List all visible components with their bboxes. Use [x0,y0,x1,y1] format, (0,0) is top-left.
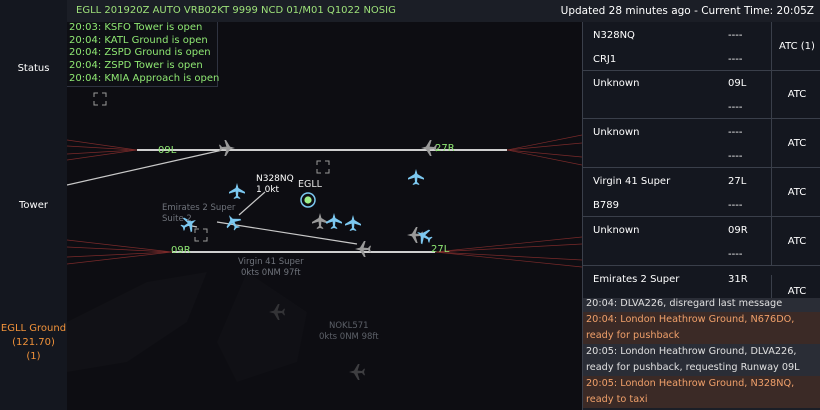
runway-label-09r: 09R [171,245,191,256]
runway-label-09l: 09L [158,145,177,156]
message-line: ready for pushback [583,328,820,344]
message-log[interactable]: 20:04: DLVA226, disregard last message 2… [582,298,820,410]
strip-runway: 09R [728,225,748,236]
atc-button[interactable]: ATC [771,275,820,307]
target-brackets [93,92,330,242]
atc-button[interactable]: ATC [771,168,820,216]
approach-fan-lines [67,134,582,268]
log-line: 20:03: KSFO Tower is open [69,22,203,33]
station-sidebar: Status Tower EGLL Ground (121.70) (1) [0,0,68,410]
runway-label-27l: 27L [431,244,450,255]
message-line: ready for pushback, requesting Runway 09… [583,360,820,376]
aircraft-label-virgin[interactable]: Virgin 41 Super 0kts 0NM 97ft [238,257,304,279]
log-line: 20:04: KATL Ground is open [69,35,208,46]
metar-bar: EGLL 201920Z AUTO VRB02KT 9999 NCD 01/M0… [67,0,820,23]
flight-strips: N328NQ ---- CRJ1 ---- ATC (1) Unknown 09… [582,22,820,307]
strip-runway: 27L [728,176,747,187]
strip-extra: ---- [728,151,743,162]
message-line: 20:05: London Heathrow Ground, DLVA226, [583,344,820,360]
ground-button[interactable]: EGLL Ground (121.70) (1) [0,322,67,364]
message-line: 20:04: DLVA226, disregard last message [583,298,820,312]
strip-runway: 31R [728,274,748,285]
strip-extra: ---- [728,249,743,260]
message-line: ready to taxi [583,392,820,408]
flight-strip[interactable]: Unknown 09R ---- ATC [583,217,820,266]
strip-callsign: Emirates 2 Super [593,274,680,285]
aircraft-callsign: Virgin 41 Super [238,257,304,267]
runway-label-27r: 27R [435,143,455,154]
flight-strip[interactable]: Virgin 41 Super 27L B789 ---- ATC [583,168,820,217]
strip-runway: 09L [728,78,747,89]
log-line: 20:04: ZSPD Tower is open [69,60,203,71]
atc-button[interactable]: ATC (1) [771,22,820,70]
flight-strip[interactable]: Unknown ---- ---- ATC [583,119,820,168]
aircraft-callsign: N328NQ [256,174,294,184]
ground-name: EGLL Ground [0,323,67,334]
strip-callsign: Virgin 41 Super [593,176,671,187]
updated-time: Updated 28 minutes ago - Current Time: 2… [560,5,814,17]
strip-runway: ---- [728,30,743,41]
strip-callsign: Unknown [593,225,640,236]
strip-callsign: Unknown [593,127,640,138]
aircraft-callsign: Emirates 2 Super [162,203,236,213]
event-log: 20:03: KSFO Tower is open 20:04: KATL Gr… [67,22,220,87]
message-line: 20:04: London Heathrow Ground, N676DO, [583,312,820,328]
aircraft-info: 0kts 0NM 98ft [319,332,379,342]
tower-button[interactable]: Tower [19,200,48,211]
aircraft-speed: 1 0kt [256,185,280,195]
log-line: 20:04: KMIA Approach is open [69,73,220,84]
radar-view[interactable]: 20:03: KSFO Tower is open 20:04: KATL Gr… [67,22,582,410]
status-button[interactable]: Status [17,63,50,74]
strip-runway: ---- [728,127,743,138]
metar-text: EGLL 201920Z AUTO VRB02KT 9999 NCD 01/M0… [76,5,396,16]
aircraft-info: 0kts 0NM 97ft [241,268,301,278]
aircraft-label-nokl571[interactable]: NOKL571 0kts 0NM 98ft [319,321,379,343]
atc-button[interactable]: ATC [771,119,820,167]
aircraft-label-n328nq[interactable]: N328NQ 1 0kt [256,174,294,196]
ground-frequency: (121.70) [12,337,55,348]
strip-type: CRJ1 [593,54,617,65]
flight-strip[interactable]: Unknown 09L ---- ATC [583,70,820,119]
aircraft-callsign: NOKL571 [329,321,369,331]
ground-count: (1) [26,351,41,362]
strip-extra: ---- [728,54,743,65]
strip-extra: ---- [728,102,743,113]
aircraft-label-emirates[interactable]: Emirates 2 Super Suite 2 [162,203,235,225]
flight-strip[interactable]: N328NQ ---- CRJ1 ---- ATC (1) [583,22,820,71]
airport-label: EGLL [298,179,322,190]
strip-callsign: N328NQ [593,30,635,41]
atc-button[interactable]: ATC [771,70,820,118]
strip-extra: ---- [728,200,743,211]
atc-button[interactable]: ATC [771,217,820,265]
aircraft-info: Suite 2 [162,214,192,224]
airport-marker [300,192,316,208]
message-line: 20:05: London Heathrow Ground, N328NQ, [583,376,820,392]
log-line: 20:04: ZSPD Ground is open [69,47,211,58]
flight-strip[interactable]: Emirates 2 Super 31R ATC [583,266,820,307]
strip-callsign: Unknown [593,78,640,89]
strip-type: B789 [593,200,619,211]
